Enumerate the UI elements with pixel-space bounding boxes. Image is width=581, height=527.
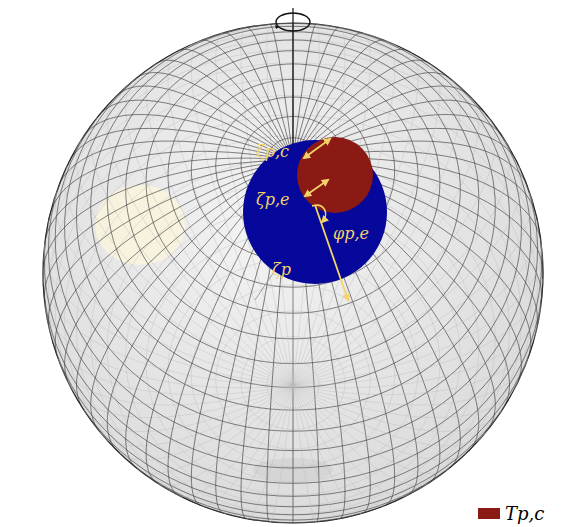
rotation-arrowhead [275, 25, 279, 29]
grid-line [293, 386, 466, 461]
grid-line [77, 161, 294, 406]
grid-line [84, 115, 293, 161]
grid-line [293, 331, 536, 395]
grid-line [101, 386, 293, 446]
grid-line [293, 386, 502, 432]
grid-line [293, 359, 528, 405]
grid-line [293, 386, 384, 506]
grid-line [293, 308, 540, 388]
grid-line [270, 386, 293, 522]
grid-line [179, 386, 293, 497]
math-label: ζp,c [256, 144, 289, 160]
grid-line [65, 166, 293, 386]
radius-arrow [305, 180, 328, 196]
grid-line [293, 386, 316, 522]
grid-line [293, 386, 427, 486]
grid-line [70, 128, 293, 160]
grid-line [224, 33, 293, 161]
grid-line [120, 86, 293, 161]
math-label: ζp,e [256, 192, 289, 208]
grid-line [293, 63, 542, 331]
grid-line [224, 386, 293, 514]
grid-line [247, 386, 293, 519]
grid-line [55, 95, 293, 441]
grid-line [91, 161, 293, 429]
grid-line [293, 386, 362, 514]
grid-line [179, 49, 293, 160]
grid-line [107, 161, 293, 450]
grid-line [293, 279, 543, 386]
grid-line [293, 115, 521, 496]
grid-line [247, 27, 293, 160]
grid-line [293, 386, 407, 497]
grid-line [84, 386, 293, 432]
grid-line [293, 385, 516, 417]
grid-line [293, 386, 449, 474]
distance-arrow [315, 205, 348, 300]
grid-line [202, 40, 293, 160]
grid-line [65, 161, 293, 381]
grid-line [293, 386, 339, 519]
spot-core [297, 137, 373, 213]
math-label: ζp [272, 262, 291, 278]
rotation-indicator [276, 13, 310, 31]
math-label: φp,e [333, 226, 369, 242]
radius-arrow [304, 139, 330, 158]
legend-swatch [478, 508, 500, 519]
grid-line [189, 23, 293, 45]
grid-line [50, 331, 293, 395]
grid-line [137, 73, 293, 161]
grid-line [270, 24, 293, 160]
grid-line [120, 386, 293, 461]
legend-text: Tp,c [505, 505, 544, 523]
